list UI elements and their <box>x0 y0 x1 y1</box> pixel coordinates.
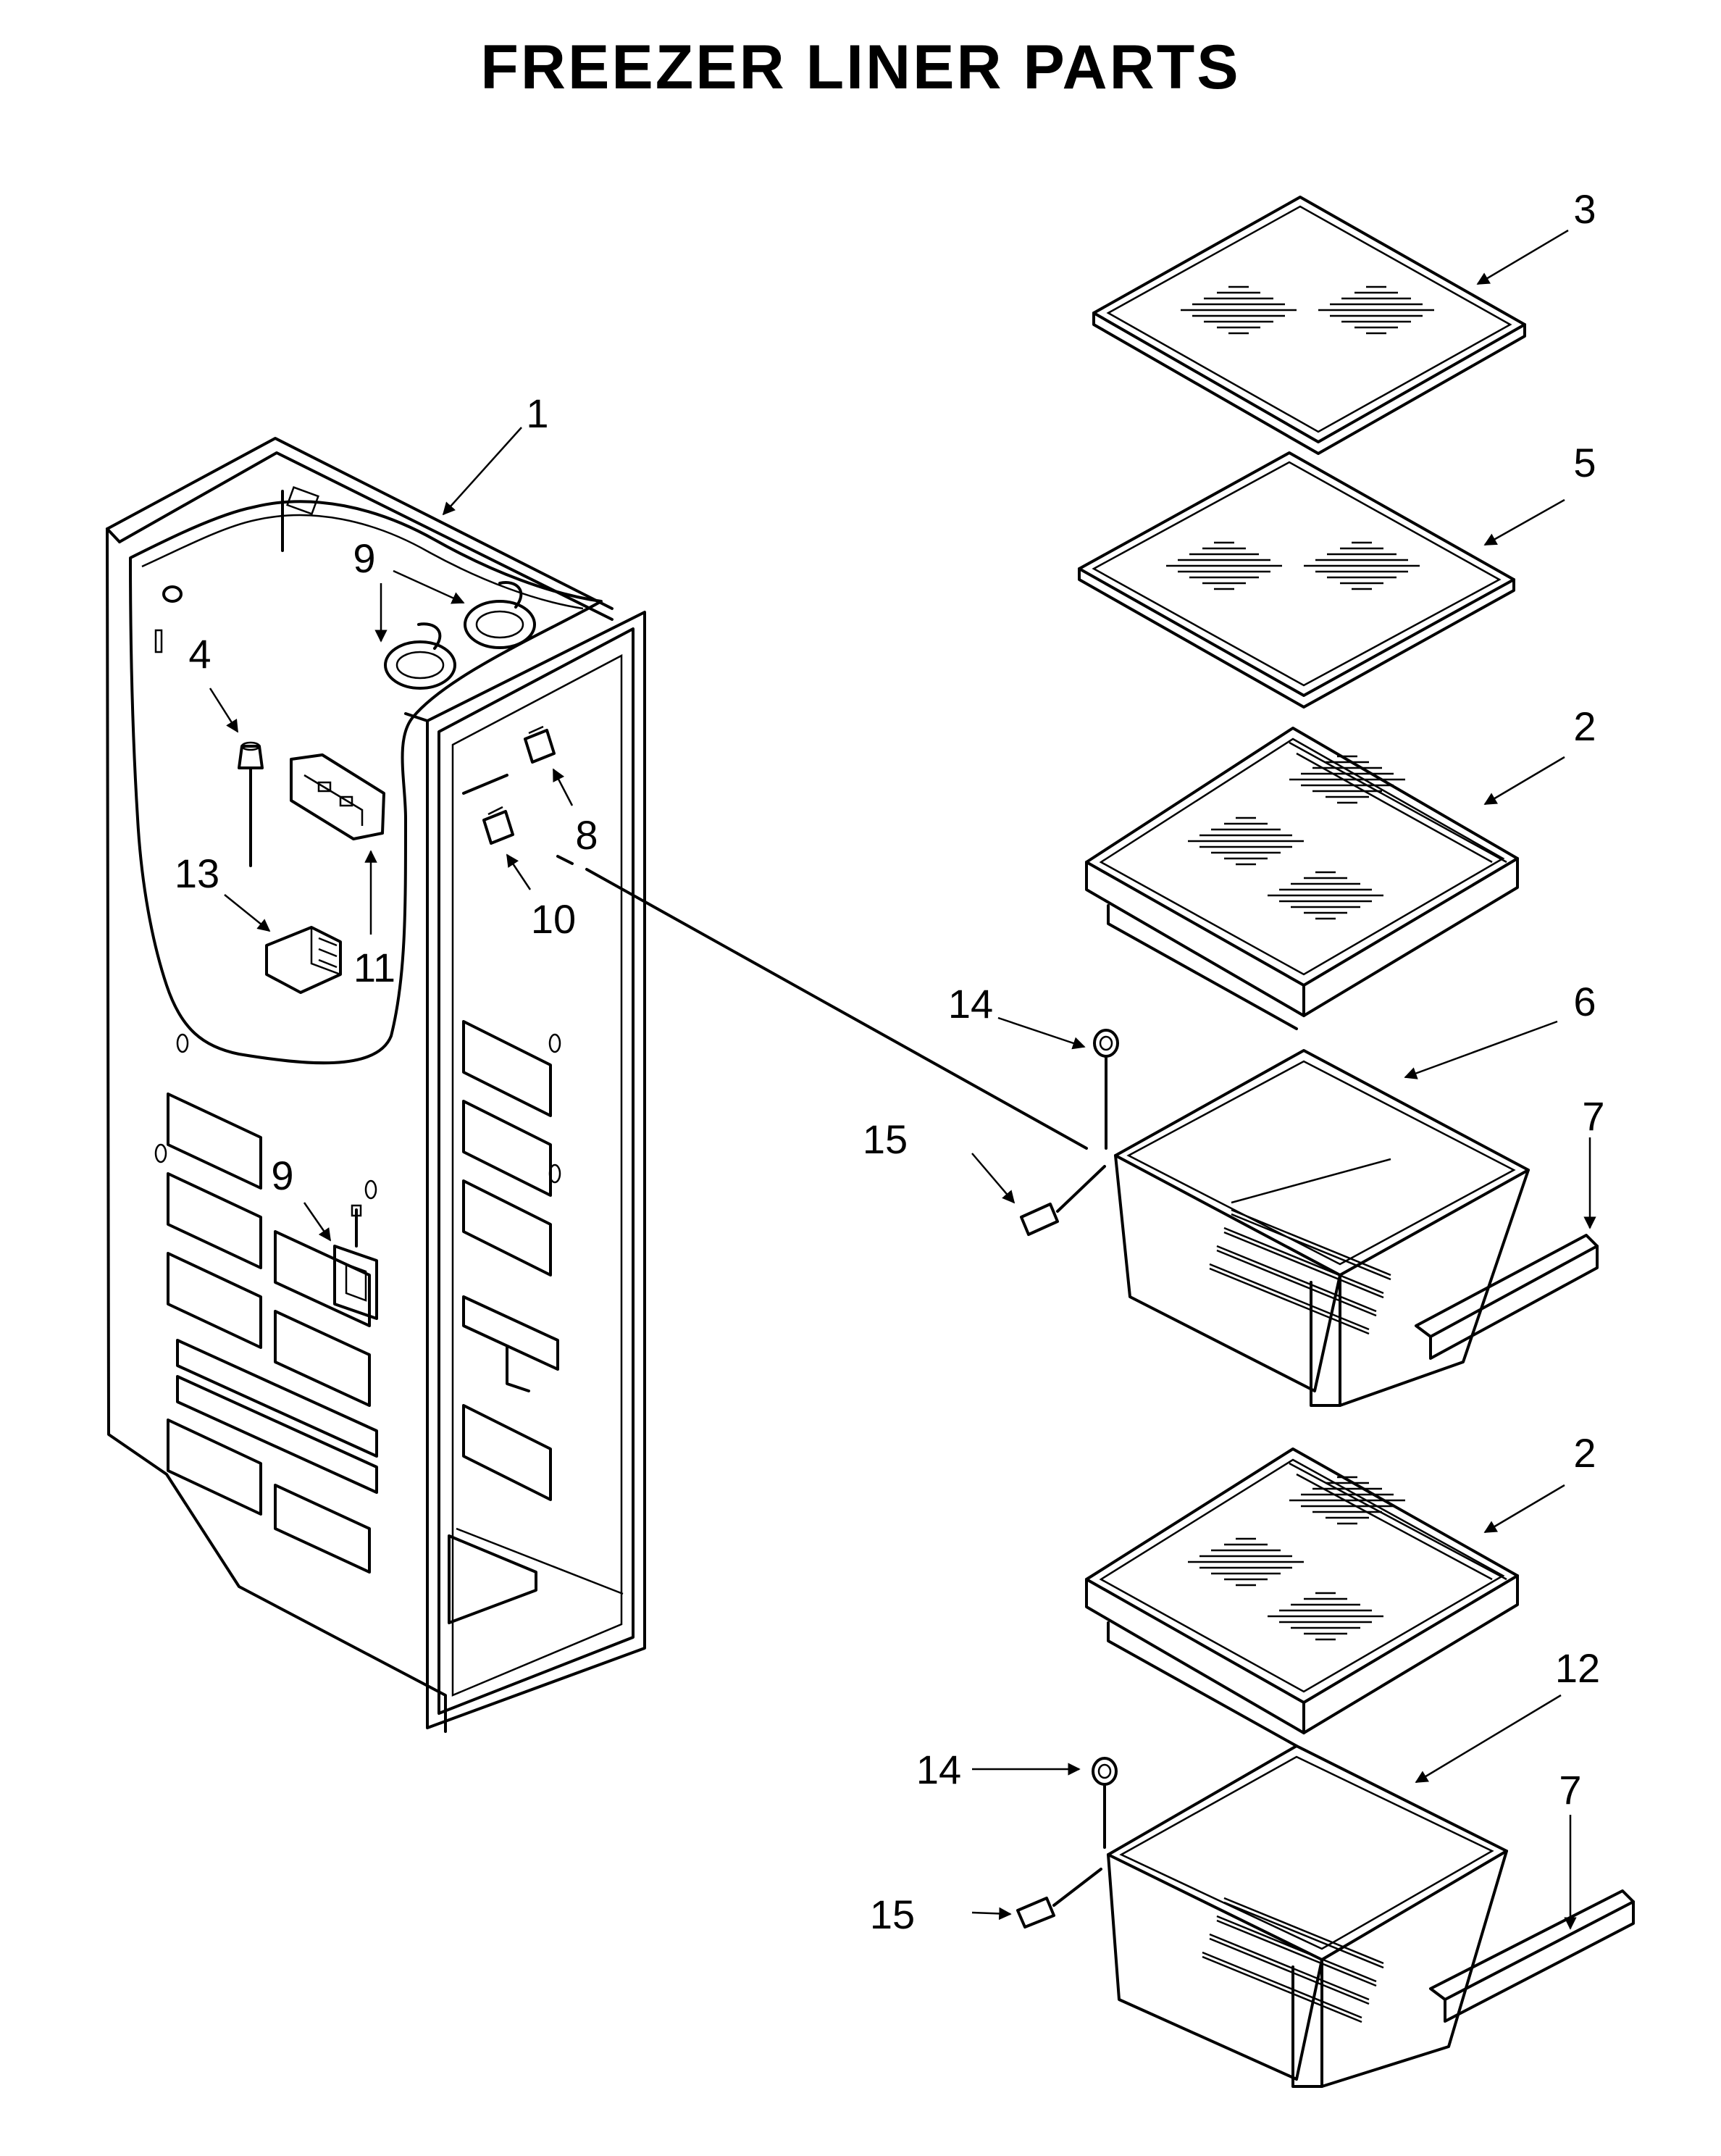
crisper-pan-upper <box>1114 1049 1530 1407</box>
callout-arrows <box>209 229 1596 1930</box>
callout-9-top: 9 <box>353 535 375 581</box>
mounting-clip <box>482 806 514 845</box>
callout-11: 11 <box>353 945 395 990</box>
callout-14-upper: 14 <box>948 981 993 1027</box>
thermistor <box>238 741 264 867</box>
callout-15-upper: 15 <box>863 1116 908 1162</box>
assembly-leader-line <box>585 868 1088 1150</box>
callout-2-lower: 2 <box>1573 1430 1596 1476</box>
callout-15-lower: 15 <box>870 1892 915 1937</box>
callout-12: 12 <box>1555 1645 1600 1691</box>
pan-stop-lower <box>1016 1868 1102 1929</box>
page-title: FREEZER LINER PARTS <box>480 33 1241 102</box>
pan-wheel-lower <box>1092 1757 1118 1849</box>
callout-3: 3 <box>1573 186 1596 232</box>
light-fixture-top-left <box>384 622 456 690</box>
pan-slide-lower <box>1429 1889 1635 2023</box>
fan-shield <box>265 926 342 994</box>
callout-6: 6 <box>1573 979 1596 1024</box>
glass-shelf-top <box>1092 196 1526 455</box>
callout-7-lower: 7 <box>1559 1767 1581 1813</box>
evaporator-cover <box>290 753 385 840</box>
callout-7-upper: 7 <box>1582 1093 1604 1139</box>
light-fixture-top-right <box>464 581 536 649</box>
callout-labels: 1 3 5 2 2 4 9 9 8 10 11 13 14 15 6 7 14 … <box>175 186 1605 1937</box>
pan-wheel-upper <box>1093 1029 1119 1150</box>
shelf-assembly-upper <box>1085 727 1519 1030</box>
shelf-assembly-lower <box>1085 1447 1519 1747</box>
callout-10: 10 <box>531 896 576 942</box>
callout-1: 1 <box>526 390 548 436</box>
right-wall-vents <box>462 1020 561 1501</box>
pan-stop-upper <box>1020 1165 1106 1236</box>
glass-shelf-second <box>1078 451 1515 709</box>
freezer-liner <box>106 437 646 1733</box>
callout-2-upper: 2 <box>1573 703 1596 749</box>
crisper-pan-lower <box>1107 1745 1508 2088</box>
left-wall-vents <box>154 1033 378 1574</box>
callout-4: 4 <box>188 631 211 677</box>
mounting-bracket <box>462 725 556 795</box>
callout-5: 5 <box>1573 440 1596 485</box>
callout-8: 8 <box>575 812 598 858</box>
callout-14-lower: 14 <box>916 1747 961 1792</box>
callout-13: 13 <box>175 851 219 896</box>
pan-slide-upper <box>1415 1234 1599 1360</box>
light-fixture-lower <box>333 1204 378 1320</box>
callout-9-lower: 9 <box>271 1153 293 1198</box>
